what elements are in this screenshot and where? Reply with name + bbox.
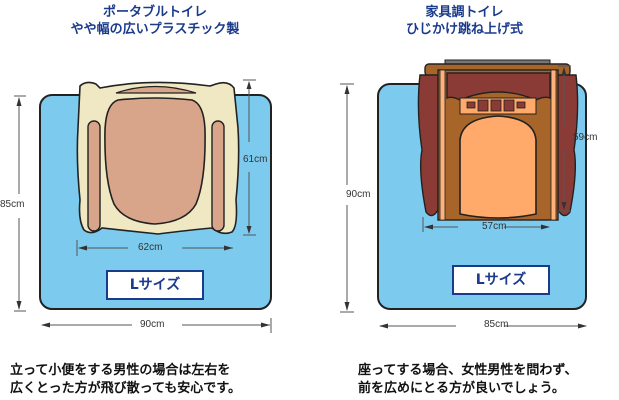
- left-toilet-width-label: 62cm: [138, 242, 163, 253]
- left-title-line1: ポータブルトイレ: [102, 5, 207, 20]
- left-mat-height-label: 85cm: [0, 199, 25, 210]
- left-toilet-lip: [115, 85, 197, 94]
- right-title-line1: 家具調トイレ: [425, 5, 504, 20]
- right-toilet-armrest-right: [556, 74, 579, 217]
- left-diagram: [14, 79, 272, 333]
- right-toilet-armrest-left: [417, 74, 439, 217]
- left-toilet-handle-left: [87, 120, 101, 232]
- left-toilet-seat: [104, 97, 206, 225]
- left-caption: 立って小便をする男性の場合は左右を 広くとった方が飛び散っても安心です。: [10, 362, 241, 398]
- left-toilet-depth-label: 61cm: [243, 154, 268, 165]
- right-caption-line2: 前を広めにとる方が良いでしょう。: [358, 381, 565, 396]
- right-title-line2: ひじかけ跳ね上げ式: [405, 22, 523, 37]
- right-caption: 座ってする場合、女性男性を問わず、 前を広めにとる方が良いでしょう。: [358, 362, 577, 398]
- left-title: ポータブルトイレ やや幅の広いプラスチック製: [0, 4, 310, 38]
- left-mat-width-label: 90cm: [140, 319, 165, 330]
- right-toilet-seat: [459, 115, 537, 219]
- right-diagram: [340, 59, 587, 329]
- left-caption-line2: 広くとった方が飛び散っても安心です。: [10, 381, 242, 396]
- right-toilet-backrest: [446, 72, 551, 101]
- left-title-line2: やや幅の広いプラスチック製: [70, 22, 240, 37]
- left-caption-line1: 立って小便をする男性の場合は左右を: [10, 363, 231, 378]
- right-size-badge: Lサイズ: [452, 265, 550, 295]
- right-toilet-width-label: 57cm: [482, 221, 507, 232]
- right-mat-height-label: 90cm: [346, 189, 371, 200]
- right-title: 家具調トイレ ひじかけ跳ね上げ式: [310, 4, 619, 38]
- right-mat-width-label: 85cm: [484, 319, 509, 330]
- left-size-badge: Lサイズ: [106, 270, 204, 300]
- right-toilet-depth-label: 59cm: [573, 132, 598, 143]
- right-caption-line1: 座ってする場合、女性男性を問わず、: [358, 363, 578, 378]
- left-toilet-handle-right: [211, 120, 225, 232]
